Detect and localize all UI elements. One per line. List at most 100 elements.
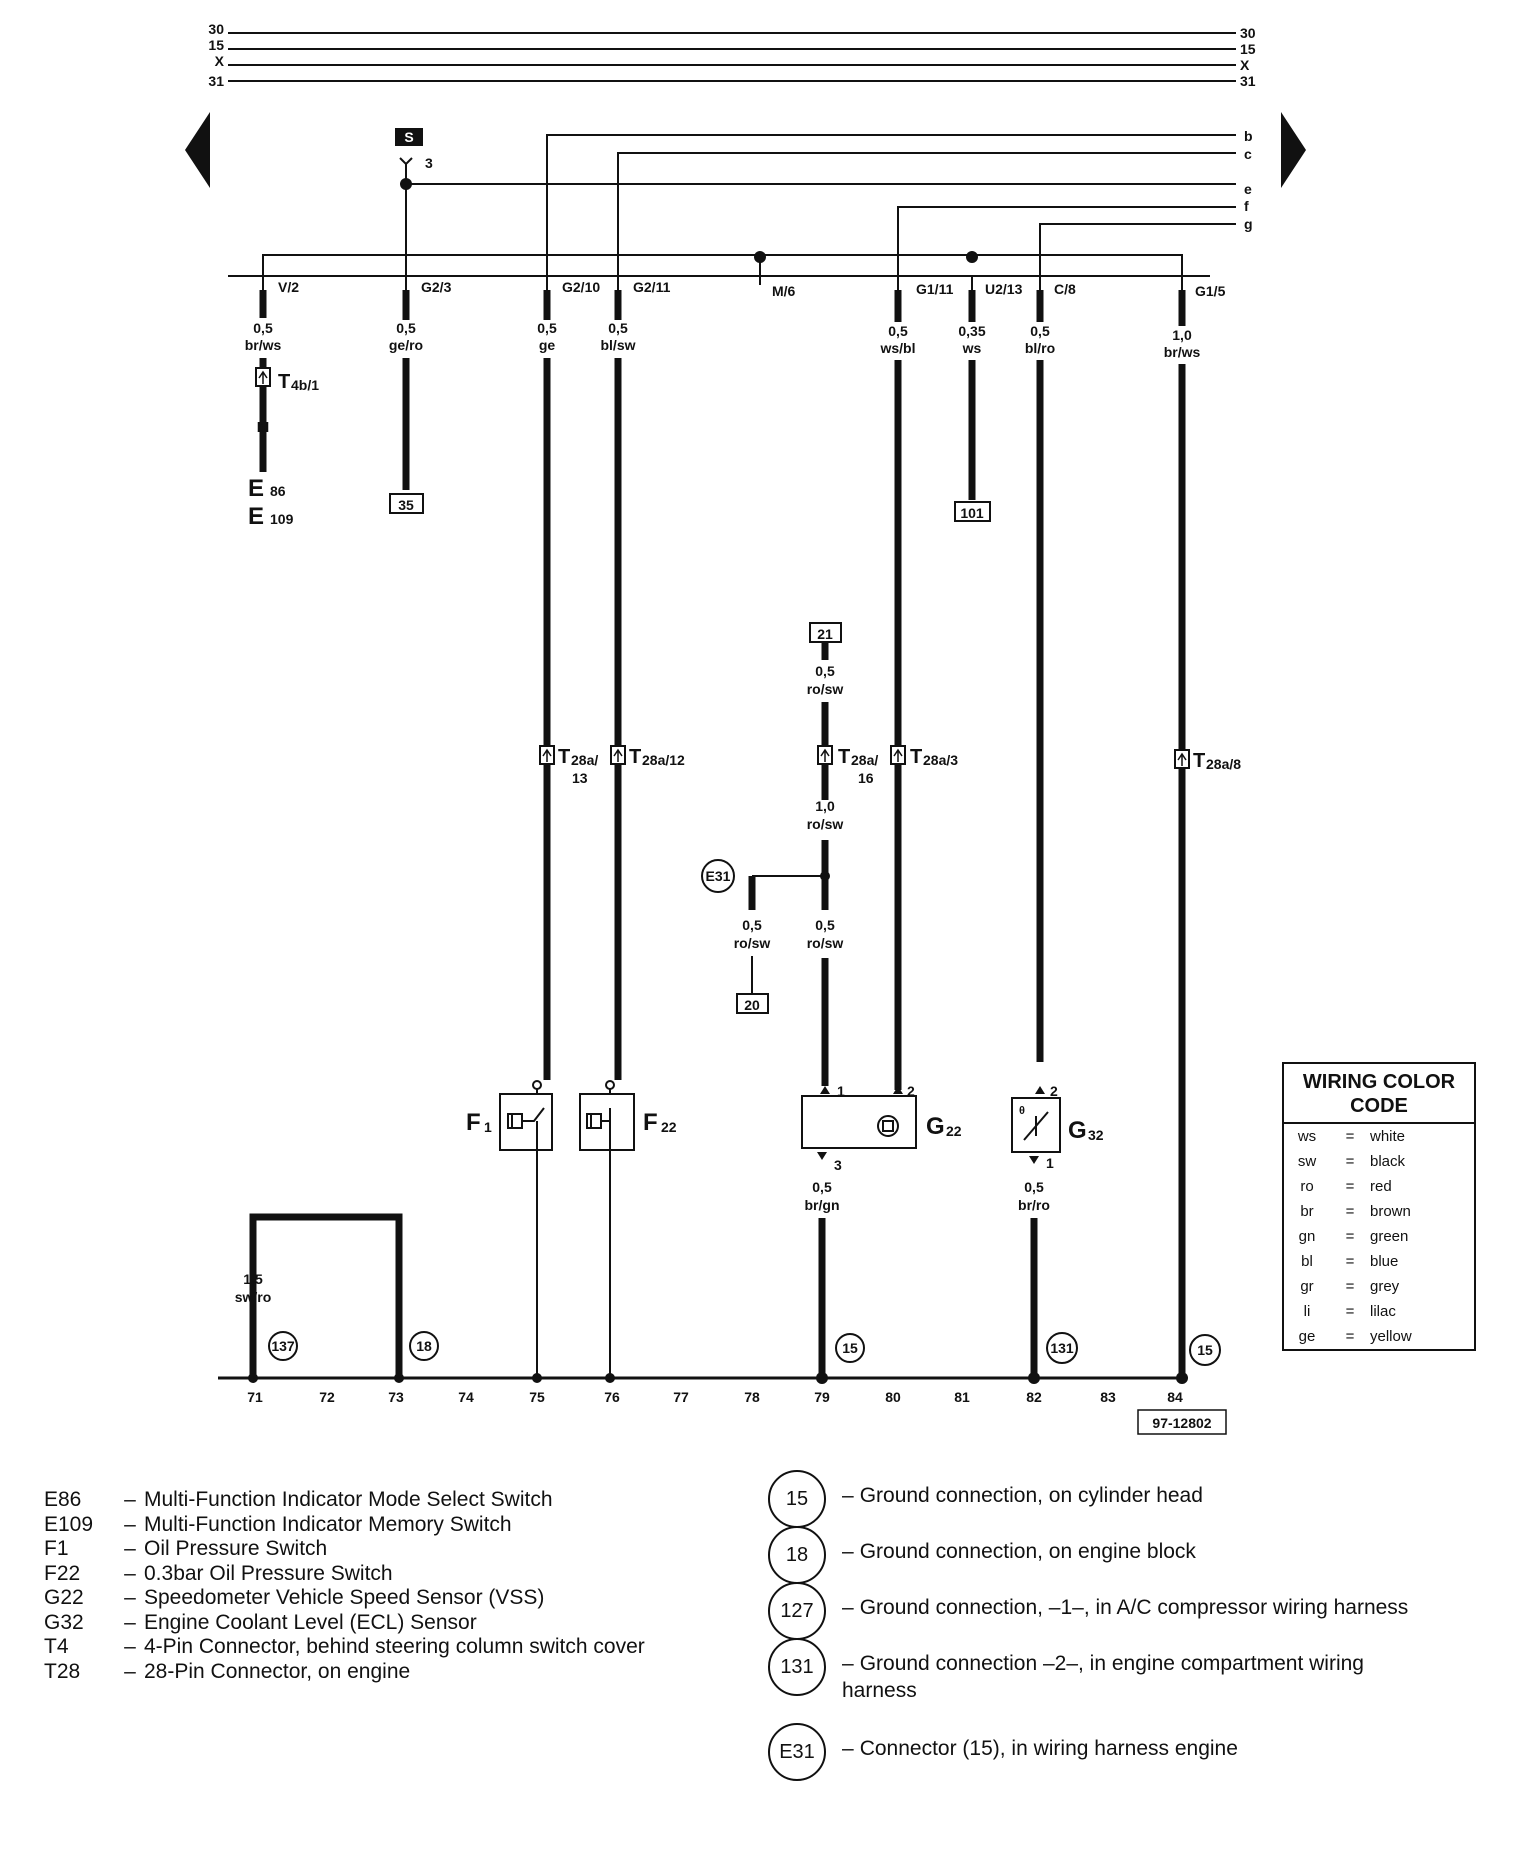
ref-box-21[interactable]: 21 [817,626,833,642]
f22-oil-pressure-switch [579,1080,635,1151]
ground-circle-131: 131 [1050,1340,1074,1356]
component-description: 28-Pin Connector, on engine [144,1659,411,1683]
wire-size-g2-10: 0,5 [537,320,557,336]
g22-label-main: G [926,1113,945,1140]
ref-box-35[interactable]: 35 [398,497,414,513]
grid-78: 78 [744,1389,760,1405]
g22-vehicle-speed-sensor [801,1086,917,1160]
legend-eq: = [1345,1153,1355,1170]
legend-color-name: yellow [1370,1328,1412,1345]
bus-label-15-left: 15 [208,37,224,53]
grid-74: 74 [458,1389,474,1405]
component-list-item: G22–Speedometer Vehicle Speed Sensor (VS… [44,1586,545,1609]
legend-title-line1: WIRING COLOR [1302,1071,1456,1093]
g22-label-sub: 22 [946,1123,962,1139]
connector-t28a-3-sub: 28a/3 [923,752,958,768]
legend-code: ws [1297,1128,1317,1145]
wire-size-g2-3: 0,5 [396,320,416,336]
component-code: T28 [44,1659,81,1683]
legend-color-name: brown [1370,1203,1411,1220]
wire-color-e31-20: ro/sw [734,935,771,951]
reference-number: 97-12802 [1152,1415,1211,1431]
legend-eq: = [1345,1203,1355,1220]
legend-row: bl=blue [1284,1249,1474,1274]
bus-label-30-right: 30 [1240,25,1256,41]
connector-t28a-3: T 28a/3 [890,745,958,768]
legend-color-name: white [1370,1128,1406,1145]
branch-label-f: f [1244,198,1249,214]
connector-t28a-13-extra: 13 [572,770,588,786]
previous-page-arrow-icon[interactable] [185,112,210,188]
legend-title: WIRING COLOR CODE [1284,1064,1474,1124]
component-code: T4 [44,1635,69,1658]
ground-description: Ground connection –2–, in engine compart… [842,1652,1364,1702]
e31-junction-dot [820,871,830,881]
component-list-item: F1–Oil Pressure Switch [44,1537,328,1560]
wire-color-g2-11: bl/sw [600,337,635,353]
component-list-item: G32–Engine Coolant Level (ECL) Sensor [44,1610,477,1634]
wire-size-u2-13: 0,35 [958,323,985,339]
legend-row: ws = white [1284,1124,1474,1149]
wire-color-g2-3: ge/ro [389,337,423,353]
component-description: Multi-Function Indicator Mode Select Swi… [144,1488,553,1511]
wire-labels: 0,5 br/ws 0,5 ge/ro 0,5 ge 0,5 bl/sw 0,5… [235,320,1201,1305]
wire-size-g1-5: 1,0 [1172,327,1192,343]
wire-size-g2-11: 0,5 [608,320,628,336]
component-list-item: E109–Multi-Function Indicator Memory Swi… [44,1512,512,1536]
component-list-item: T28–28-Pin Connector, on engine [44,1659,411,1683]
legend-color-name: green [1370,1228,1409,1245]
bus-label-31-left: 31 [208,73,224,89]
legend-row: ro=red [1284,1174,1474,1199]
grid-71: 71 [247,1389,263,1405]
ref-box-20[interactable]: 20 [744,997,760,1013]
wire-size-g1-11: 0,5 [888,323,908,339]
reference-number-box [1137,1409,1227,1435]
legend-eq: = [1345,1128,1355,1145]
legend-row: gn=green [1284,1224,1474,1249]
legend-eq: = [1345,1303,1355,1320]
legend-color-name: black [1370,1153,1406,1170]
legend-row: gr=grey [1284,1274,1474,1299]
bus-label-15-right: 15 [1240,41,1256,57]
fuse-s-junction-dot [400,178,412,190]
connector-t28a-12: T 28a/12 [610,745,685,768]
wire-color-jumper: sw/ro [235,1289,272,1305]
switch-e86-main: E [248,475,264,502]
wire-size-e31-20: 0,5 [742,917,762,933]
fuse-pin-fork-icon [399,157,413,166]
connector-t28a-12-sub: 28a/12 [642,752,685,768]
terminal-label-g2-10: G2/10 [562,279,600,295]
ref-box-101[interactable]: 101 [960,505,984,521]
component-description: Speedometer Vehicle Speed Sensor (VSS) [144,1586,545,1609]
grid-77: 77 [673,1389,689,1405]
ground-description: Connector (15), in wiring harness engine [859,1737,1238,1760]
g32-coolant-level-sensor [1011,1086,1061,1164]
connector-t28a-16-sub: 28a/ [851,752,878,768]
component-code: E109 [44,1512,94,1536]
terminal-label-g1-11: G1/11 [916,281,954,297]
bus-labels-right: 30 15 X 31 [1240,25,1256,89]
connector-t4b1-main: T [278,371,290,393]
wire-color-g1-11: ws/bl [879,340,915,356]
wire-color-g32-ground: br/ro [1018,1197,1050,1213]
component-description: Oil Pressure Switch [144,1537,328,1560]
branch-label-e: e [1244,181,1252,197]
wire-color-u2-13: ws [962,340,982,356]
legend-eq: = [1345,1278,1355,1295]
wire-ground-jumper [249,1213,403,1378]
terminal-label-g1-5: G1/5 [1195,283,1226,299]
grid-73: 73 [388,1389,404,1405]
bus-lines [228,32,1236,82]
ground-id-circle: 18 [768,1526,826,1584]
g32-pin-2: 2 [1050,1083,1058,1099]
legend-row: sw=black [1284,1149,1474,1174]
legend-code: ge [1298,1328,1316,1345]
next-page-arrow-icon[interactable] [1281,112,1306,188]
legend-color-name: red [1370,1178,1392,1195]
g32-label-sub: 32 [1088,1127,1104,1143]
connector-t28a-3-main: T [910,746,922,768]
wire-size-t28a-16: 1,0 [815,798,835,814]
component-description: 4-Pin Connector, behind steering column … [144,1635,645,1658]
terminal-label-c8: C/8 [1054,281,1076,297]
bus-label-x-left: X [215,53,225,69]
